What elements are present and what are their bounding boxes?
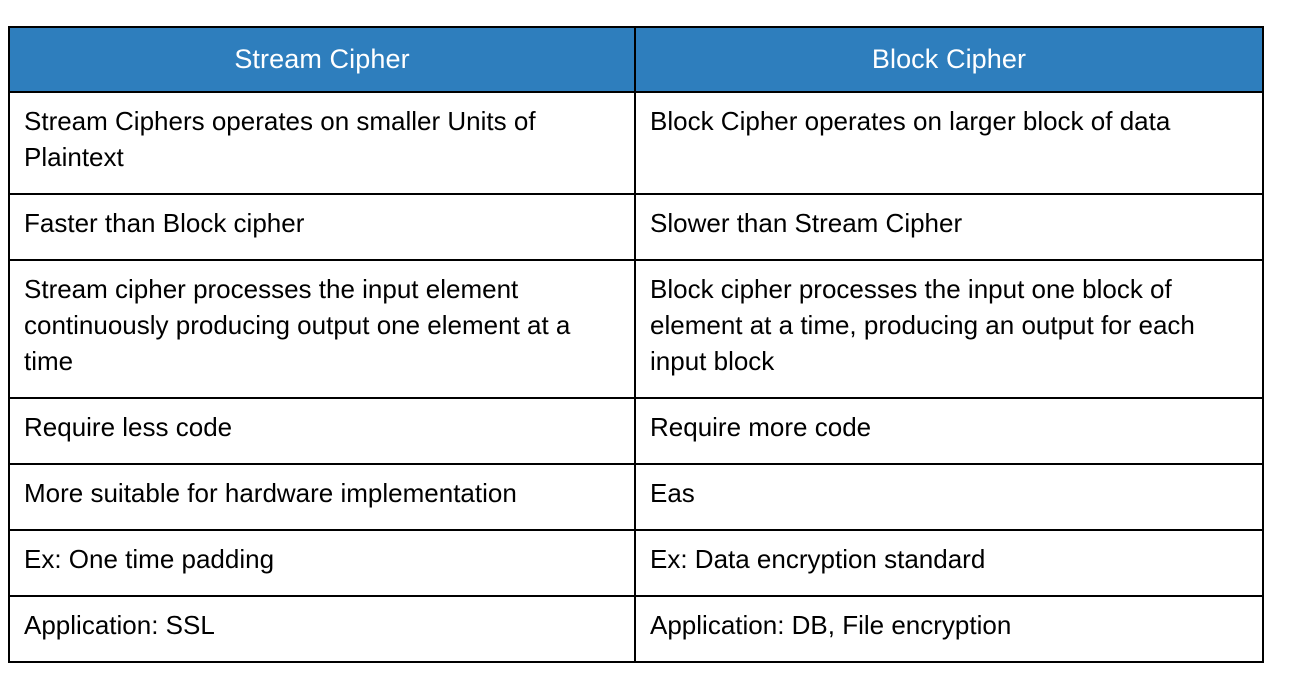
- table-cell-stream: More suitable for hardware implementatio…: [8, 463, 636, 531]
- cell-text: Application: DB, File encryption: [650, 610, 1012, 640]
- table-cell-block: Ex: Data encryption standard: [634, 529, 1264, 597]
- cell-text: Block Cipher operates on larger block of…: [650, 106, 1171, 136]
- table-cell-stream: Faster than Block cipher: [8, 193, 636, 261]
- cell-text: Slower than Stream Cipher: [650, 208, 963, 238]
- cell-text: Require less code: [24, 412, 233, 442]
- table-cell-block: Require more code: [634, 397, 1264, 465]
- table-cell-stream: Stream Ciphers operates on smaller Units…: [8, 91, 636, 195]
- cell-text: Ex: Data encryption standard: [650, 544, 986, 574]
- column-header-block-cipher: Block Cipher: [634, 26, 1264, 93]
- table-cell-block: Slower than Stream Cipher: [634, 193, 1264, 261]
- table-body: Stream Ciphers operates on smaller Units…: [8, 91, 1264, 663]
- table-cell-block: Eas: [634, 463, 1264, 531]
- table-cell-stream: Application: SSL: [8, 595, 636, 663]
- table-cell-stream: Stream cipher processes the input elemen…: [8, 259, 636, 399]
- table-row: More suitable for hardware implementatio…: [8, 463, 1264, 531]
- table-cell-block: Application: DB, File encryption: [634, 595, 1264, 663]
- table-row: Stream Ciphers operates on smaller Units…: [8, 91, 1264, 195]
- table-row: Application: SSL Application: DB, File e…: [8, 595, 1264, 663]
- cell-text: Ex: One time padding: [24, 544, 275, 574]
- header-row: Stream Cipher Block Cipher: [8, 26, 1264, 93]
- cell-text: Eas: [650, 478, 695, 508]
- table-row: Require less code Require more code: [8, 397, 1264, 465]
- column-header-stream-cipher: Stream Cipher: [8, 26, 636, 93]
- table-row: Faster than Block cipher Slower than Str…: [8, 193, 1264, 261]
- cipher-comparison-table: Stream Cipher Block Cipher Stream Cipher…: [8, 26, 1264, 663]
- table-row: Ex: One time padding Ex: Data encryption…: [8, 529, 1264, 597]
- table-row: Stream cipher processes the input elemen…: [8, 259, 1264, 399]
- table-header: Stream Cipher Block Cipher: [8, 26, 1264, 93]
- table-cell-stream: Ex: One time padding: [8, 529, 636, 597]
- table-cell-stream: Require less code: [8, 397, 636, 465]
- cell-text: Require more code: [650, 412, 872, 442]
- cell-text: Stream Ciphers operates on smaller Units…: [24, 106, 536, 172]
- cell-text: More suitable for hardware implementatio…: [24, 478, 517, 508]
- table-cell-block: Block cipher processes the input one blo…: [634, 259, 1264, 399]
- cell-text: Application: SSL: [24, 610, 215, 640]
- table-cell-block: Block Cipher operates on larger block of…: [634, 91, 1264, 195]
- cell-text: Stream cipher processes the input elemen…: [24, 274, 571, 376]
- cell-text: Faster than Block cipher: [24, 208, 305, 238]
- cell-text: Block cipher processes the input one blo…: [650, 274, 1195, 376]
